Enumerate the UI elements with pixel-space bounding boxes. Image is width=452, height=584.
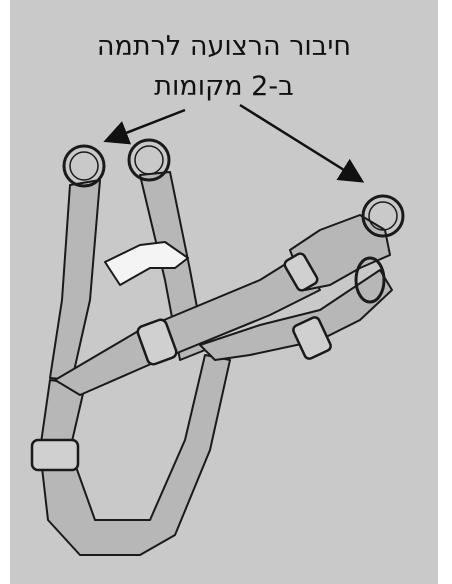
chest-strap: [54, 254, 321, 396]
d-ring-icon: [354, 256, 386, 304]
slider-icon: [292, 316, 332, 360]
d-ring-icon: [361, 194, 405, 238]
d-ring-icon: [127, 138, 171, 182]
d-ring-icon: [62, 144, 106, 188]
buckle-icon: [30, 438, 80, 472]
tag: [104, 241, 189, 286]
right-lower-strap: [199, 269, 393, 361]
arrow-right-icon: [239, 103, 365, 183]
left-strap: [49, 179, 101, 381]
bottom-loop: [39, 354, 231, 556]
slider-icon: [136, 318, 178, 366]
slider-icon: [283, 252, 319, 292]
caption-line-1: חיבור הרצועה לרתמה: [96, 31, 352, 62]
caption-line-2: ב-2 מקומות: [154, 71, 294, 102]
right-upper-strap: [289, 214, 391, 291]
arrow-left-icon: [103, 108, 186, 145]
